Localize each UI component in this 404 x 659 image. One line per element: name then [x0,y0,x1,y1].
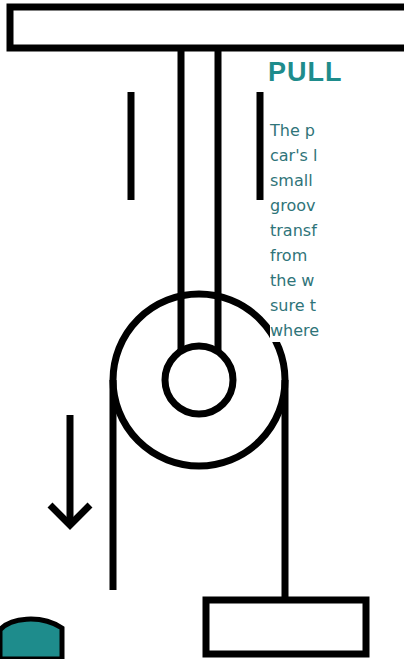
hanger-rod [178,48,185,350]
pulley-wheel [113,294,285,466]
rope [110,380,117,590]
body-text: The p [270,120,317,142]
body-text: car's l [270,145,319,167]
body-text: transf [270,220,319,242]
body-text: the w [270,270,316,292]
body-text: from [270,245,309,267]
pulley-axle [165,346,233,414]
pull-arrow [67,415,74,525]
decor-blob [0,619,62,659]
body-text: where [270,320,321,342]
pull-arrow-head [50,505,90,525]
hanger-rod [215,48,222,350]
rope [282,380,289,600]
ceiling-beam [10,7,404,48]
body-text: groov [270,195,317,217]
motion-mark [257,92,264,200]
section-heading: PULL [268,56,343,88]
body-text: sure t [270,295,318,317]
motion-mark [128,92,135,200]
body-text: small [270,170,315,192]
weight-block [206,600,366,654]
